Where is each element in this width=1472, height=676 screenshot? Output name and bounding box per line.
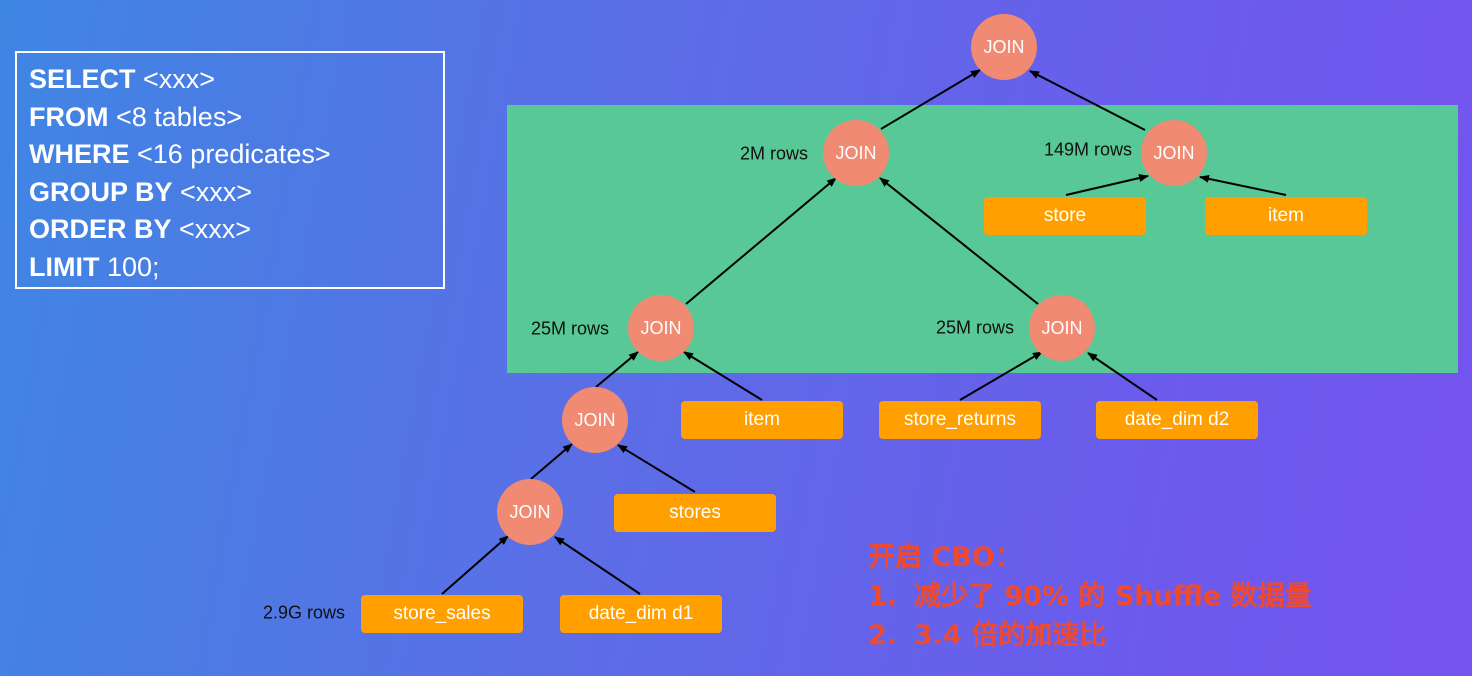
sql-line: ORDER BY <xxx>: [29, 214, 252, 244]
sql-line: FROM <8 tables>: [29, 101, 243, 132]
edge-j4-j25l: [595, 351, 639, 388]
join-node-4: JOIN: [562, 387, 628, 453]
join-node-25m-left: JOIN: [628, 295, 694, 361]
sql-line: LIMIT 100;: [29, 251, 160, 282]
rows-label-2m: 2M rows: [739, 143, 808, 164]
sql-query-box: SELECT <xxx> FROM <8 tables> WHERE <16 p…: [15, 51, 445, 289]
join-node-root: JOIN: [971, 14, 1037, 80]
rows-label-25m-left: 25M rows: [530, 318, 609, 339]
cbo-note-item: 2.3.4 倍的加速比: [868, 620, 1107, 651]
join-node-2m: JOIN: [823, 120, 889, 186]
edge-j25l-j2m: [685, 177, 837, 305]
join-node-149m: JOIN: [1141, 120, 1207, 186]
table-date-dim-d2: date_dim d2: [1096, 401, 1258, 439]
edge-j5-j4: [530, 443, 573, 480]
edge-item-j149m: [1199, 174, 1287, 196]
table-item-top: item: [1205, 197, 1367, 235]
table-date-dim-d1: date_dim d1: [560, 595, 722, 633]
edge-datedimd1-j5: [554, 536, 641, 595]
rows-label-25m-right: 25M rows: [935, 317, 1014, 338]
edge-storereturns-j25r: [959, 351, 1043, 401]
edge-j149m-root: [1029, 70, 1146, 131]
edge-stores-j4: [617, 444, 696, 493]
edge-store-j149m: [1065, 174, 1149, 196]
table-stores: stores: [614, 494, 776, 532]
edge-datedimd2-j25r: [1087, 352, 1158, 401]
join-node-25m-right: JOIN: [1029, 295, 1095, 361]
sql-line: SELECT <xxx>: [29, 64, 216, 94]
sql-line: GROUP BY <xxx>: [29, 176, 253, 207]
edge-j25r-j2m: [879, 177, 1039, 305]
table-store: store: [984, 197, 1146, 235]
rows-label-149m: 149M rows: [1043, 139, 1132, 160]
cbo-notes: 开启 CBO： 1.减少了 90% 的 Shuffle 数据量 2.3.4 倍的…: [868, 538, 1312, 655]
table-store-sales: store_sales: [361, 595, 523, 633]
edge-itemmid-j25l: [683, 351, 763, 401]
join-node-5: JOIN: [497, 479, 563, 545]
cbo-notes-title: 开启 CBO：: [868, 542, 1022, 573]
rows-label-store-sales: 2.9G rows: [262, 602, 345, 623]
edge-storesales-j5: [441, 535, 509, 595]
cbo-note-item: 1.减少了 90% 的 Shuffle 数据量: [868, 581, 1312, 612]
table-store-returns: store_returns: [879, 401, 1041, 439]
table-item-mid: item: [681, 401, 843, 439]
edge-j2m-root: [880, 69, 981, 130]
sql-line: WHERE <16 predicates>: [29, 139, 331, 169]
